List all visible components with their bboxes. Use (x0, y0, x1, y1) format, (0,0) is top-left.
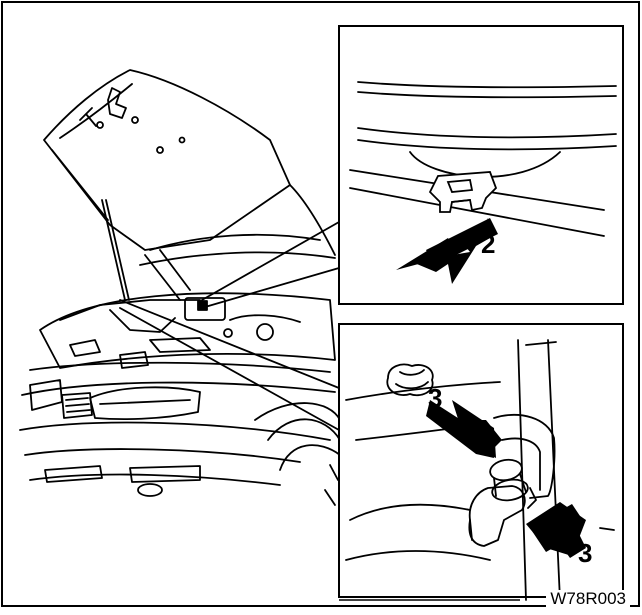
step-label-3-left: 3 (428, 385, 442, 411)
front-wheel (255, 403, 340, 420)
car-drawing (20, 70, 340, 505)
headlight-left (30, 380, 62, 410)
hood-strut (102, 200, 125, 300)
step-label-3-right: 3 (578, 540, 592, 566)
engine-bay (40, 293, 335, 368)
front-fascia (30, 363, 330, 372)
callout-top-frame (339, 26, 623, 304)
open-hood (44, 70, 290, 250)
step-label-2: 2 (481, 231, 495, 257)
figure-code: W78R003 (546, 590, 630, 607)
callout-top (339, 26, 623, 304)
